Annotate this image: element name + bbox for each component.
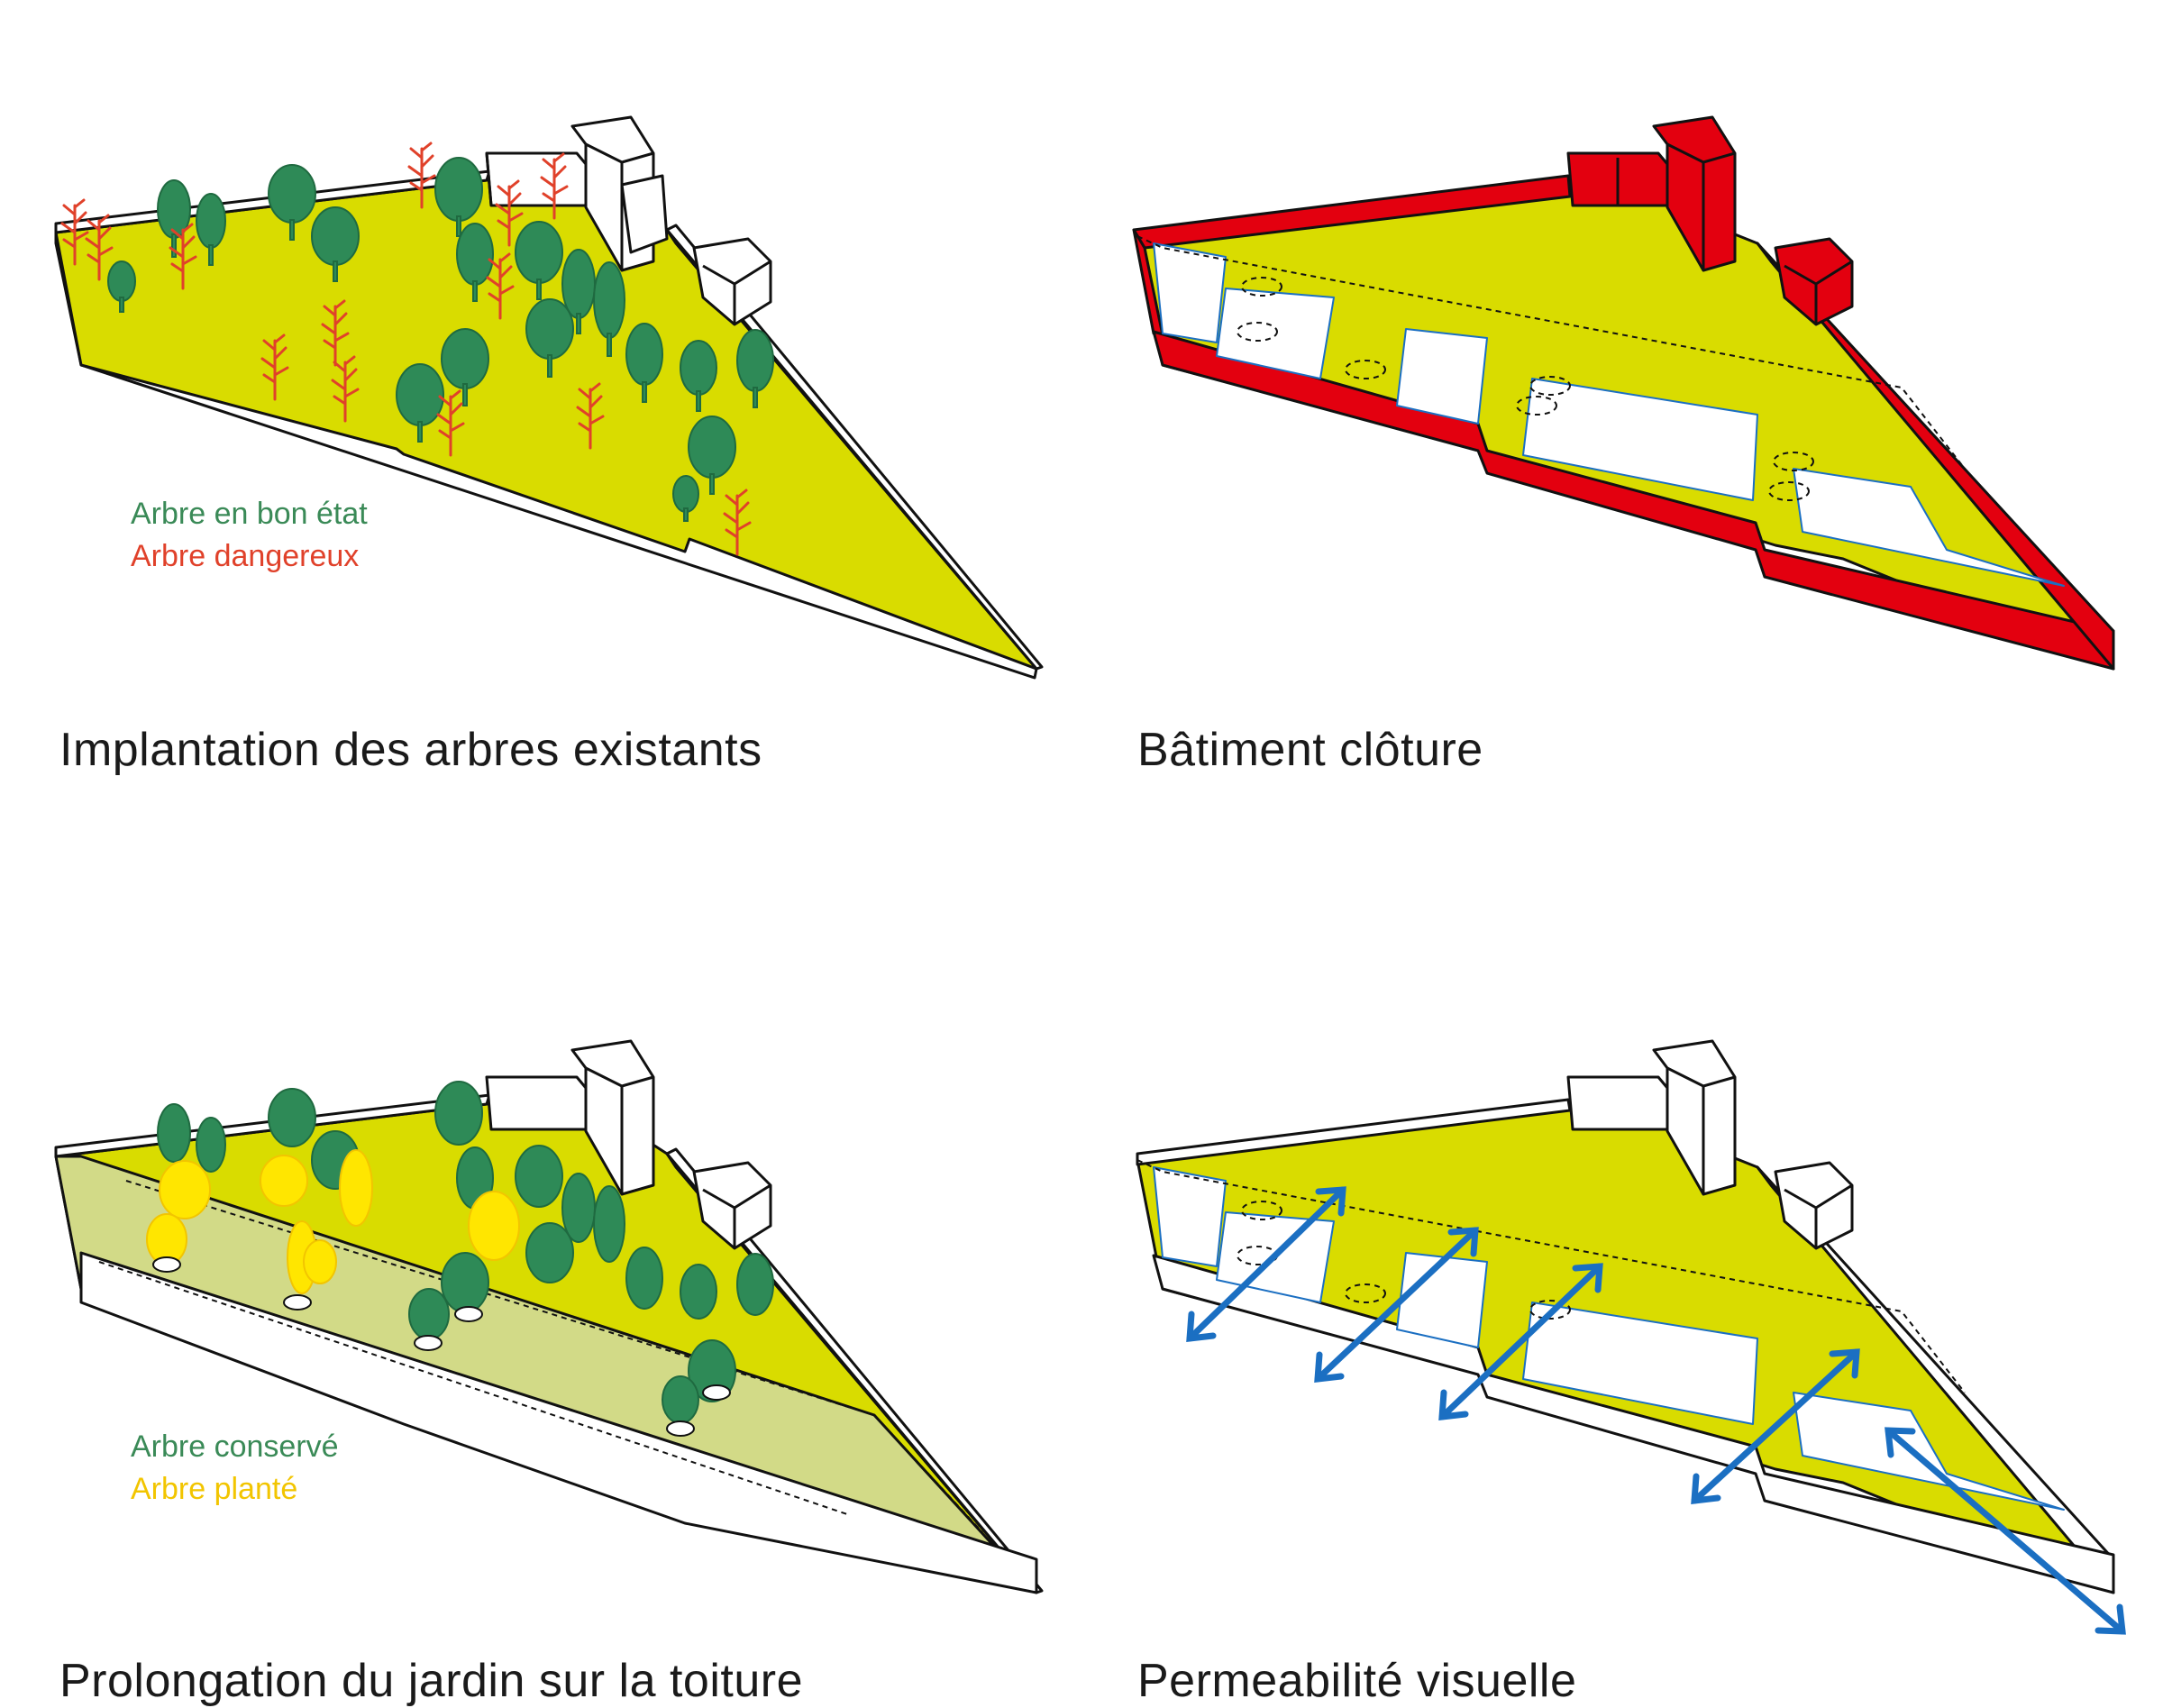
legend-dangerous-tree: Arbre dangereux — [131, 539, 360, 573]
inner-volume — [1396, 328, 1488, 425]
tree-good — [736, 329, 774, 408]
roof-building-facade — [79, 1251, 1038, 1594]
tree-danger — [169, 223, 197, 290]
building-b-existing — [570, 1039, 655, 1196]
tree-good — [396, 363, 444, 443]
caption-roof-garden: Prolongation du jardin sur la toiture — [59, 1655, 803, 1707]
tree-good — [311, 206, 360, 282]
building-a — [1566, 1075, 1669, 1131]
enclosure-block-c — [1774, 237, 1854, 326]
tree-good — [680, 340, 717, 412]
tree-danger — [576, 382, 605, 450]
legend-conserved-tree: Arbre conservé — [131, 1429, 339, 1464]
tree-conserved — [268, 1088, 316, 1147]
tree-good — [688, 416, 736, 495]
dashed-outlines — [1136, 235, 1966, 501]
view-arrow — [1885, 1427, 2126, 1635]
tree-planted — [468, 1191, 520, 1261]
caption-existing-trees: Implantation des arbres existants — [59, 724, 762, 776]
tree-danger — [723, 489, 752, 556]
legend-good-tree: Arbre en bon état — [131, 497, 368, 531]
good-trees — [107, 157, 774, 522]
view-arrows — [1186, 1186, 2126, 1635]
inner-volume — [1396, 1252, 1488, 1348]
tree-good — [593, 261, 625, 357]
tree-danger — [260, 333, 289, 401]
tree-danger — [486, 252, 515, 320]
inner-volume — [1153, 242, 1227, 343]
tree-good — [434, 157, 483, 237]
tree-planted — [339, 1149, 373, 1227]
tree-danger — [331, 355, 360, 423]
view-arrow — [1186, 1186, 1346, 1342]
tree-conserved — [515, 1145, 563, 1208]
building-c — [1774, 1161, 1854, 1250]
tree-danger — [436, 389, 465, 457]
tree-conserved — [736, 1253, 774, 1316]
inner-volume — [1793, 1392, 2065, 1511]
tree-danger — [321, 299, 350, 367]
view-arrow — [1691, 1348, 1860, 1504]
enclosure-wall-right — [1756, 242, 2115, 671]
tree-good — [625, 323, 663, 403]
tree-conserved — [625, 1247, 663, 1310]
roof-dashed-lines — [98, 1180, 983, 1533]
tree-danger — [495, 179, 524, 247]
existing-building-b — [570, 115, 669, 272]
caption-visual-permeability: Permeabilité visuelle — [1137, 1655, 1577, 1707]
tree-conserved — [196, 1117, 226, 1173]
existing-building-c — [692, 237, 772, 326]
tree-danger — [540, 152, 569, 220]
tree-good — [107, 260, 136, 313]
tree-good — [441, 328, 489, 406]
legend-planted-tree: Arbre planté — [131, 1472, 298, 1506]
inner-volume — [1522, 378, 1758, 501]
dangerous-trees — [60, 142, 752, 556]
tree-planted — [303, 1239, 337, 1284]
tree-good — [456, 223, 494, 302]
tree-planted — [159, 1160, 211, 1219]
tree-conserved — [525, 1222, 574, 1283]
tree-good — [196, 193, 226, 266]
inner-volume — [1793, 468, 2065, 587]
tree-good — [157, 179, 191, 258]
tree-good — [672, 475, 699, 522]
tree-good — [561, 249, 596, 334]
tree-wells — [152, 1256, 731, 1437]
enclosure-block-b — [1652, 115, 1737, 272]
tree-conserved — [434, 1081, 483, 1146]
inner-volume — [1522, 1302, 1758, 1425]
view-arrow — [1314, 1227, 1479, 1383]
tree-good — [525, 298, 574, 378]
caption-enclosure-building: Bâtiment clôture — [1137, 724, 1483, 776]
tree-conserved — [593, 1185, 625, 1263]
tree-danger — [85, 214, 114, 281]
tree-conserved — [157, 1103, 191, 1163]
tree-good — [268, 164, 316, 241]
tree-conserved — [680, 1264, 717, 1320]
inner-volume — [1216, 288, 1335, 379]
tree-danger — [60, 198, 89, 266]
tree-danger — [407, 142, 436, 209]
tree-planted — [260, 1155, 308, 1207]
planted-trees — [146, 1149, 520, 1294]
building-c-existing — [692, 1161, 772, 1250]
building-b — [1652, 1039, 1737, 1196]
view-arrow — [1438, 1263, 1603, 1420]
tree-good — [515, 221, 563, 300]
inner-volume — [1153, 1166, 1227, 1267]
